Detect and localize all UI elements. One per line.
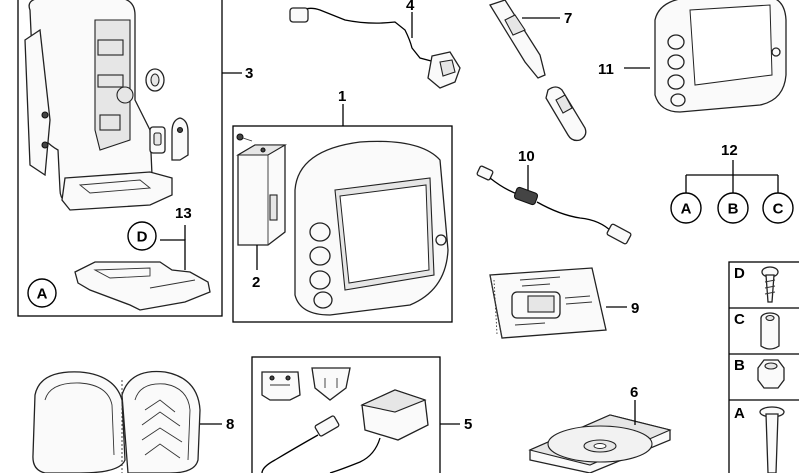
callout-7: 7 [564, 10, 572, 27]
callout-4: 4 [406, 0, 415, 14]
letter-circle-c12 [762, 192, 794, 224]
callout-3: 3 [245, 65, 253, 82]
carry-case-part-8 [32, 370, 201, 473]
callout-5: 5 [464, 416, 472, 433]
usb-cable-part-10 [476, 165, 632, 245]
small-hook-part [171, 117, 189, 161]
callout-6: 6 [630, 384, 638, 401]
frame-part-5 [251, 356, 441, 473]
memory-card-box [235, 144, 288, 246]
small-clip-part [149, 126, 166, 154]
side-letter-b: B [734, 357, 745, 374]
callout-12: 12 [721, 142, 738, 159]
letter-c12: C [773, 201, 784, 218]
callout-2: 2 [252, 274, 260, 291]
letter-circle-a-main [27, 278, 57, 308]
small-ring-part [145, 68, 165, 92]
letter-circle-a12 [670, 192, 702, 224]
cradle-holder [24, 0, 173, 211]
cable-part-4 [289, 7, 461, 89]
navigation-unit-11 [654, 0, 787, 113]
bolt-a [759, 406, 785, 473]
callout-11: 11 [598, 61, 614, 78]
letter-a12: A [681, 201, 692, 218]
screw-small [236, 133, 253, 142]
plug-adapter-eu [261, 371, 301, 401]
nut-b [757, 359, 785, 389]
stylus-part-7 [489, 0, 587, 142]
callout-1: 1 [338, 88, 346, 105]
bracket-plate [74, 261, 211, 311]
navigation-unit [294, 140, 449, 316]
letter-b12: B [728, 201, 739, 218]
side-letter-a: A [734, 405, 745, 422]
letter-circle-d-main [127, 221, 157, 251]
callout-8: 8 [226, 416, 234, 433]
frame-part-3 [17, 0, 223, 317]
side-letter-d: D [734, 265, 745, 282]
callout-10: 10 [518, 148, 535, 165]
leader-12-tree [685, 160, 779, 193]
letter-a-main: A [37, 286, 48, 303]
screw-d [761, 266, 779, 303]
frame-right-column [728, 261, 799, 473]
letter-circle-b12 [717, 192, 749, 224]
callout-13: 13 [175, 205, 192, 222]
callout-9: 9 [631, 300, 639, 317]
spacer-c [760, 312, 780, 350]
letter-d-main: D [137, 229, 148, 246]
charger-cable-plug [261, 415, 340, 473]
manual-part-9 [489, 267, 607, 339]
charger-power-supply [329, 389, 429, 473]
plug-adapter-au [311, 367, 351, 401]
side-letter-c: C [734, 311, 745, 328]
disc-part-6 [528, 414, 672, 473]
